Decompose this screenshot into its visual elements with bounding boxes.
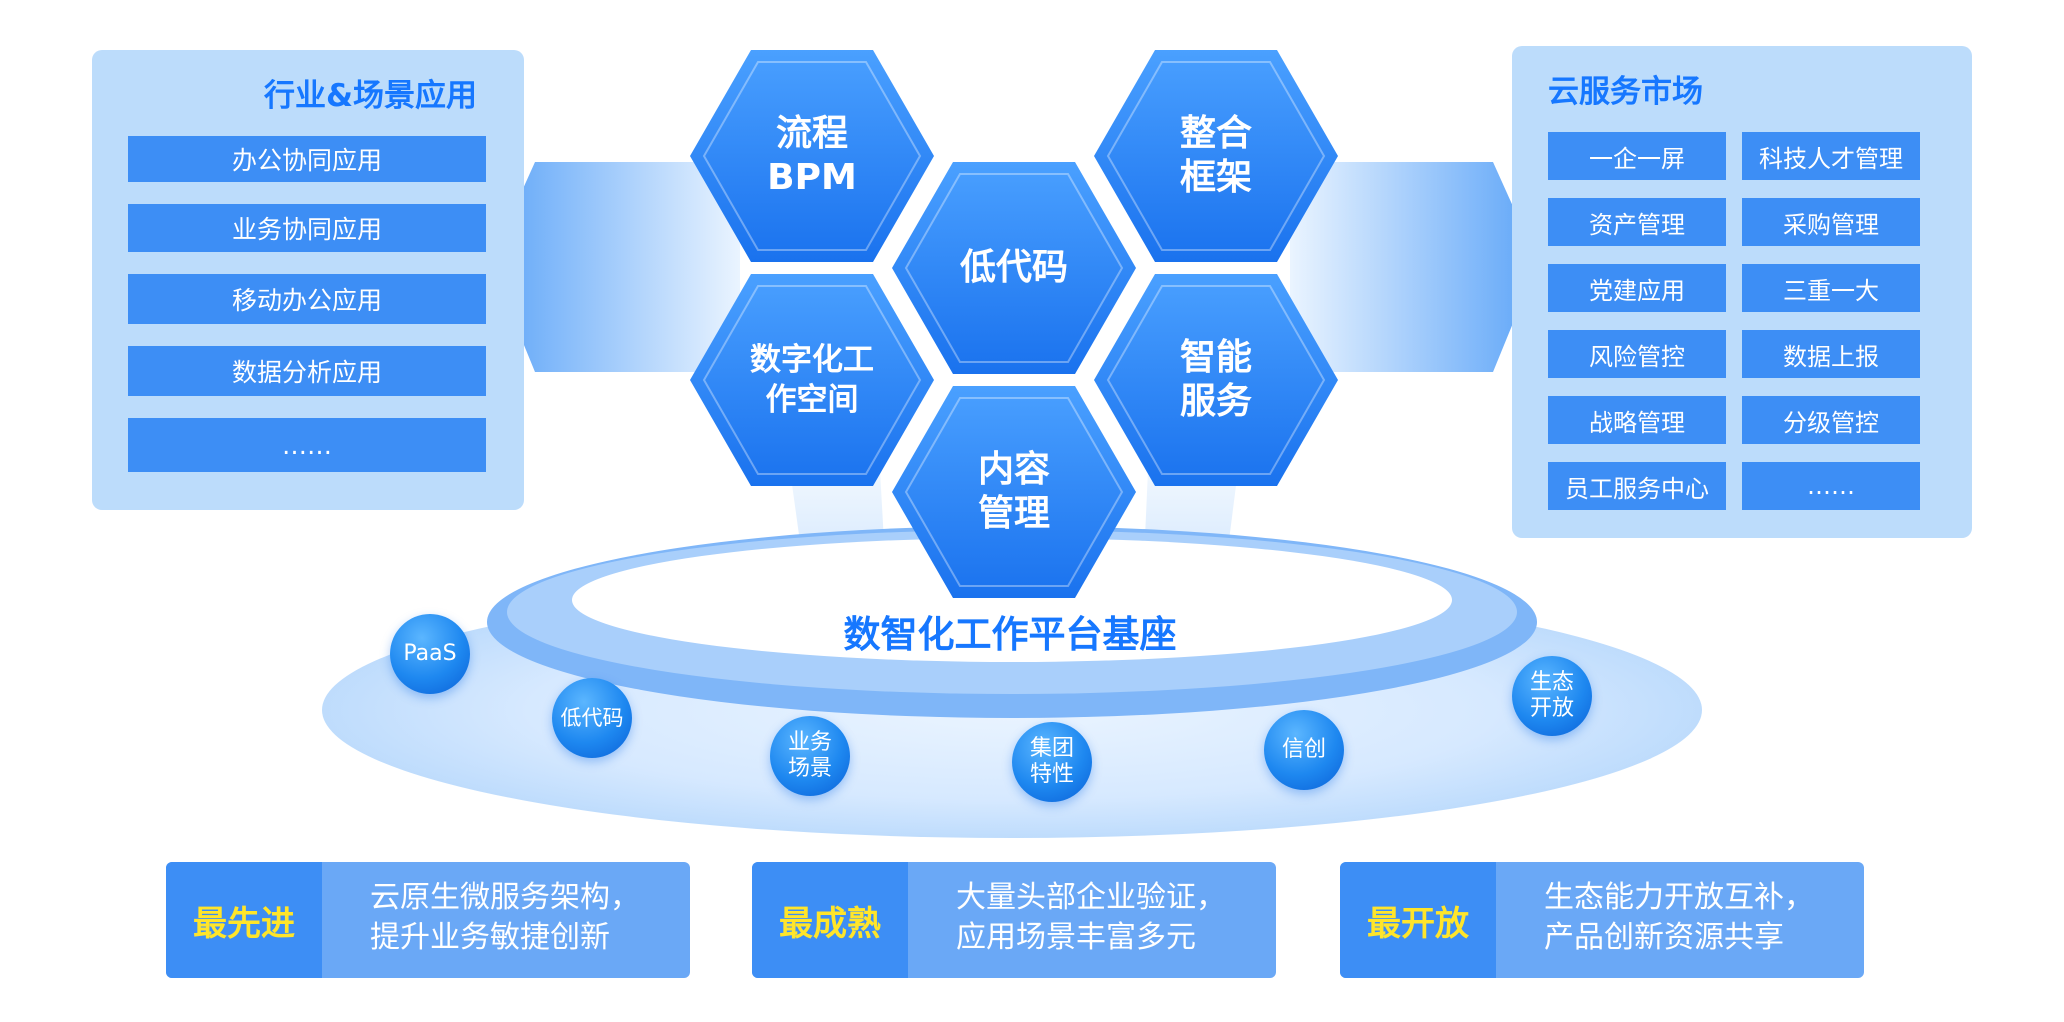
cloud-service-market-panel: 云服务市场 一企一屏 科技人才管理 资产管理 采购管理 党建应用 三重一大 风险… (1512, 46, 1972, 538)
hex-process-bpm-line1: 流程 (775, 113, 848, 154)
industry-scenario-panel: 行业&场景应用 办公协同应用 业务协同应用 移动办公应用 数据分析应用 …… (92, 50, 524, 510)
feature-desc-line1: 云原生微服务架构， (370, 880, 640, 915)
orb-group-features-line2: 特性 (1029, 762, 1074, 787)
hexagon-shape (690, 50, 934, 262)
hex-content-management-line2: 管理 (977, 493, 1050, 534)
right-item-asset-management[interactable]: 资产管理 (1548, 198, 1726, 246)
hexagon-shape (892, 386, 1136, 598)
hex-intelligent-service-line1: 智能 (1179, 337, 1252, 378)
right-item-employee-service[interactable]: 员工服务中心 (1548, 462, 1726, 510)
hex-low-code[interactable]: 低代码 (892, 162, 1136, 374)
orb-business-scenario-line2: 场景 (787, 756, 832, 781)
right-item-procurement[interactable]: 采购管理 (1742, 198, 1920, 246)
right-item-data-report[interactable]: 数据上报 (1742, 330, 1920, 378)
orb-paas-label: PaaS (403, 641, 457, 666)
right-panel-title: 云服务市场 (1548, 74, 1703, 110)
left-item-more[interactable]: …… (128, 418, 486, 472)
orb-low-code-label: 低代码 (560, 706, 624, 730)
hexagon-shape (1094, 274, 1338, 486)
feature-desc-line1: 生态能力开放互补， (1544, 880, 1814, 915)
feature-desc-most-mature: 大量头部企业验证， 应用场景丰富多元 (956, 878, 1266, 958)
left-panel-title: 行业&场景应用 (264, 78, 478, 114)
hexagon-shape (1094, 50, 1338, 262)
left-item-office-collab[interactable]: 办公协同应用 (128, 136, 486, 182)
hex-integration-framework-line2: 框架 (1179, 157, 1252, 198)
hex-content-management[interactable]: 内容管理 (892, 386, 1136, 598)
right-item-three-one[interactable]: 三重一大 (1742, 264, 1920, 312)
feature-card-most-mature: 最成熟 大量头部企业验证， 应用场景丰富多元 (752, 862, 1276, 978)
hex-intelligent-service[interactable]: 智能服务 (1094, 274, 1338, 486)
orb-xinchuang[interactable]: 信创 (1264, 710, 1344, 790)
feature-tag-most-open: 最开放 (1340, 862, 1496, 978)
feature-tag-most-mature: 最成熟 (752, 862, 908, 978)
feature-desc-line2: 应用场景丰富多元 (956, 920, 1196, 955)
hex-low-code-line1: 低代码 (959, 247, 1068, 288)
orb-group-features-line1: 集团 (1029, 736, 1074, 761)
orb-low-code[interactable]: 低代码 (552, 678, 632, 758)
hex-content-management-line1: 内容 (977, 449, 1050, 490)
feature-desc-most-advanced: 云原生微服务架构， 提升业务敏捷创新 (370, 878, 680, 958)
right-item-talent-management[interactable]: 科技人才管理 (1742, 132, 1920, 180)
connector-right (1290, 162, 1538, 372)
feature-desc-line2: 产品创新资源共享 (1544, 920, 1784, 955)
right-item-strategy[interactable]: 战略管理 (1548, 396, 1726, 444)
right-item-risk-control[interactable]: 风险管控 (1548, 330, 1726, 378)
platform-base-title: 数智化工作平台基座 (843, 613, 1177, 656)
left-item-data-analysis[interactable]: 数据分析应用 (128, 346, 486, 396)
right-item-more[interactable]: …… (1742, 462, 1920, 510)
right-item-party-building[interactable]: 党建应用 (1548, 264, 1726, 312)
orb-business-scenario[interactable]: 业务 场景 (770, 716, 850, 796)
orb-ecosystem-open[interactable]: 生态 开放 (1512, 656, 1592, 736)
hexagon-shape (690, 274, 934, 486)
hex-process-bpm-line2: BPM (767, 157, 857, 198)
hex-digital-workspace-line1: 数字化工 (750, 342, 874, 378)
orb-business-scenario-line1: 业务 (787, 730, 832, 755)
hex-intelligent-service-line2: 服务 (1179, 381, 1252, 422)
hex-integration-framework[interactable]: 整合框架 (1094, 50, 1338, 262)
hex-digital-workspace[interactable]: 数字化工作空间 (690, 274, 934, 486)
orb-ecosystem-open-line2: 开放 (1529, 696, 1574, 721)
hex-integration-framework-line1: 整合 (1179, 113, 1252, 154)
orb-group-features[interactable]: 集团 特性 (1012, 722, 1092, 802)
orb-ecosystem-open-line1: 生态 (1529, 670, 1574, 695)
inner-ring (572, 538, 1452, 662)
hex-digital-workspace-line2: 作空间 (765, 382, 859, 418)
feature-tag-most-advanced: 最先进 (166, 862, 322, 978)
connector-left (490, 162, 740, 372)
feature-desc-line2: 提升业务敏捷创新 (370, 920, 610, 955)
hexagon-shape (892, 162, 1136, 374)
left-item-business-collab[interactable]: 业务协同应用 (128, 204, 486, 252)
right-item-one-screen[interactable]: 一企一屏 (1548, 132, 1726, 180)
feature-card-most-open: 最开放 生态能力开放互补， 产品创新资源共享 (1340, 862, 1864, 978)
orb-paas[interactable]: PaaS (390, 614, 470, 694)
orb-xinchuang-label: 信创 (1281, 737, 1326, 762)
right-item-tiered-control[interactable]: 分级管控 (1742, 396, 1920, 444)
left-item-mobile-office[interactable]: 移动办公应用 (128, 274, 486, 324)
feature-desc-most-open: 生态能力开放互补， 产品创新资源共享 (1544, 878, 1854, 958)
feature-desc-line1: 大量头部企业验证， (956, 880, 1226, 915)
feature-card-most-advanced: 最先进 云原生微服务架构， 提升业务敏捷创新 (166, 862, 690, 978)
